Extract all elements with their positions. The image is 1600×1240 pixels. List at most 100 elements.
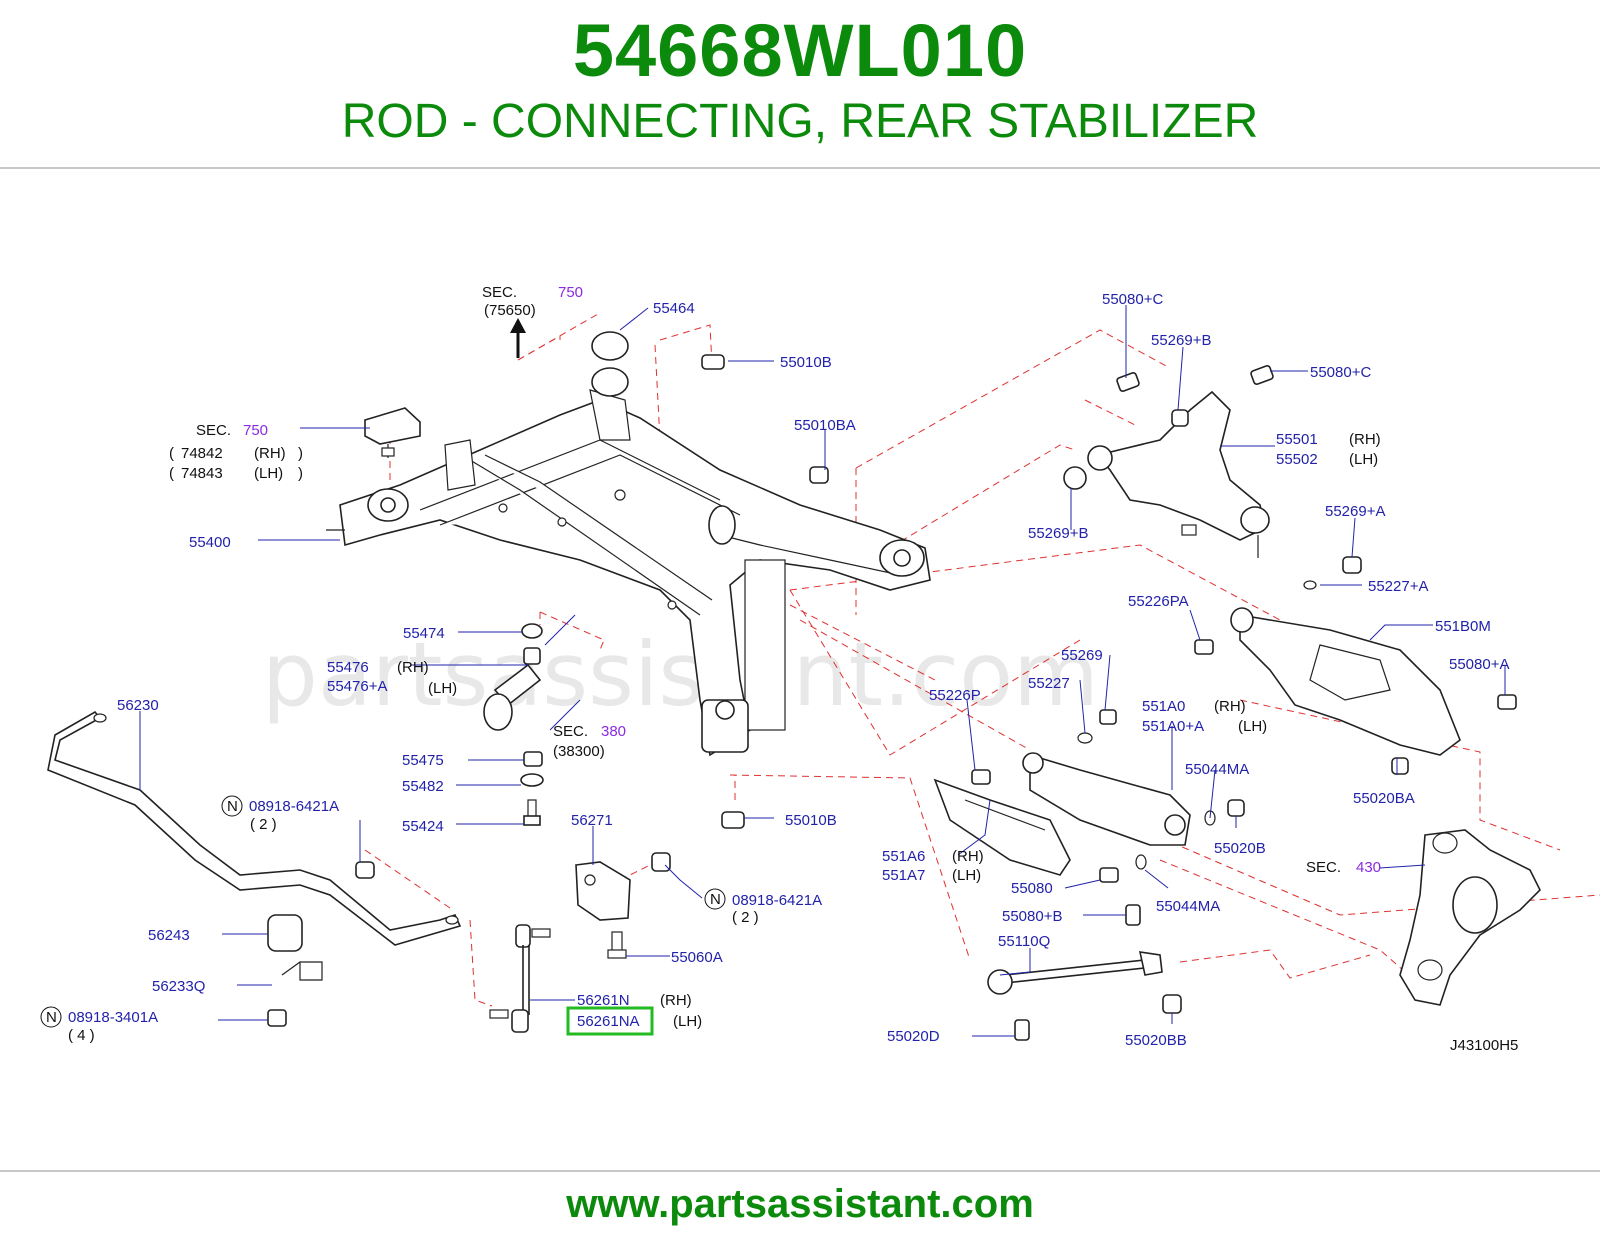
n-marker-icon	[704, 888, 726, 910]
sec-label: SEC.	[553, 723, 588, 740]
sec-number[interactable]: 750	[243, 422, 268, 439]
part-label-55010B[interactable]: 55010B	[785, 812, 837, 829]
stabilizer-bushing-stack	[483, 623, 544, 826]
part-label-55474[interactable]: 55474	[403, 625, 445, 642]
quantity-label: ( 2 )	[732, 909, 759, 926]
part-label-55476[interactable]: 55476	[327, 659, 369, 676]
footer-divider	[0, 1170, 1600, 1172]
part-label-56261NA[interactable]: 56261NA	[577, 1013, 640, 1030]
bracket-symbol: )	[298, 465, 303, 482]
bracket-symbol: (	[169, 465, 174, 482]
side-rh: (RH)	[254, 445, 286, 462]
knuckle-sec-430	[1399, 829, 1541, 1006]
header-divider	[0, 167, 1600, 169]
nut-55010B-top	[701, 354, 725, 370]
part-label-55080C[interactable]: 55080+C	[1310, 364, 1371, 381]
part-label-55269B[interactable]: 55269+B	[1028, 525, 1088, 542]
bracket-symbol: )	[298, 445, 303, 462]
part-label-551A0[interactable]: 551A0	[1142, 698, 1185, 715]
part-label-55464[interactable]: 55464	[653, 300, 695, 317]
part-label-55020D[interactable]: 55020D	[887, 1028, 940, 1045]
part-label-08918-6421A[interactable]: 08918-6421A	[732, 892, 822, 909]
part-label-55482[interactable]: 55482	[402, 778, 444, 795]
part-label-55475[interactable]: 55475	[402, 752, 444, 769]
quantity-label: ( 2 )	[250, 816, 277, 833]
leader-lines	[139, 305, 1506, 1037]
part-label-55400[interactable]: 55400	[189, 534, 231, 551]
part-label-55080C[interactable]: 55080+C	[1102, 291, 1163, 308]
part-label-551A6[interactable]: 551A6	[882, 848, 925, 865]
part-label-55010B[interactable]: 55010B	[780, 354, 832, 371]
part-label-55269A[interactable]: 55269+A	[1325, 503, 1385, 520]
part-label-55020BA[interactable]: 55020BA	[1353, 790, 1415, 807]
part-description: ROD - CONNECTING, REAR STABILIZER	[341, 95, 1259, 148]
toe-link-551A0	[1022, 709, 1245, 846]
subframe-crossmember	[326, 331, 931, 757]
part-label-55269[interactable]: 55269	[1061, 647, 1103, 664]
part-label-55080A[interactable]: 55080+A	[1449, 656, 1509, 673]
side-lh: (LH)	[673, 1013, 702, 1030]
upper-arm-55501	[1063, 365, 1274, 558]
part-label-55227[interactable]: 55227	[1028, 675, 1070, 692]
side-lh: (LH)	[1238, 718, 1267, 735]
part-label-55226P[interactable]: 55226P	[929, 687, 981, 704]
quantity-label: ( 4 )	[68, 1027, 95, 1044]
part-label-55020B[interactable]: 55020B	[1214, 840, 1266, 857]
side-lh: (LH)	[428, 680, 457, 697]
lower-arm-551B0M	[1194, 556, 1517, 775]
highlight-box	[566, 1006, 654, 1036]
part-label-56271[interactable]: 56271	[571, 812, 613, 829]
part-label-56230[interactable]: 56230	[117, 697, 159, 714]
bracket-symbol: (	[169, 445, 174, 462]
part-label-55010BA[interactable]: 55010BA	[794, 417, 856, 434]
side-rh: (RH)	[1214, 698, 1246, 715]
part-label-55080[interactable]: 55080	[1011, 880, 1053, 897]
part-number-title: 54668WL010	[572, 9, 1028, 92]
part-label-55060A[interactable]: 55060A	[671, 949, 723, 966]
part-label-55080B[interactable]: 55080+B	[1002, 908, 1062, 925]
part-label-55110Q[interactable]: 55110Q	[998, 933, 1050, 950]
side-rh: (RH)	[952, 848, 984, 865]
footer-url-link[interactable]: www.partsassistant.com	[566, 1182, 1034, 1226]
part-label-55226PA[interactable]: 55226PA	[1128, 593, 1189, 610]
lateral-link-551A6	[933, 769, 1147, 883]
part-label-551A0A[interactable]: 551A0+A	[1142, 718, 1204, 735]
nut-55010BA	[809, 466, 829, 484]
diagram-code: J43100H5	[1450, 1037, 1518, 1054]
part-label-551A7[interactable]: 551A7	[882, 867, 925, 884]
sec-sub-label: (38300)	[553, 743, 605, 760]
part-label-55020BB[interactable]: 55020BB	[1125, 1032, 1187, 1049]
nut-55010B-bottom	[721, 811, 745, 829]
sec-number[interactable]: 380	[601, 723, 626, 740]
watermark-text: partsassistant.com	[262, 623, 1099, 726]
side-rh: (RH)	[397, 659, 429, 676]
part-label-56243[interactable]: 56243	[148, 927, 190, 944]
side-lh: (LH)	[1349, 451, 1378, 468]
stabilizer-bar-56230	[47, 710, 462, 946]
sec-number[interactable]: 750	[558, 284, 583, 301]
part-label-55502[interactable]: 55502	[1276, 451, 1318, 468]
part-label-55269B[interactable]: 55269+B	[1151, 332, 1211, 349]
part-label-55476A[interactable]: 55476+A	[327, 678, 387, 695]
part-label-551B0M[interactable]: 551B0M	[1435, 618, 1491, 635]
sec-number[interactable]: 430	[1356, 859, 1381, 876]
side-rh: (RH)	[1349, 431, 1381, 448]
part-label-55044MA[interactable]: 55044MA	[1185, 761, 1249, 778]
bracket-56271	[575, 852, 671, 959]
part-label-74842[interactable]: 74842	[181, 445, 223, 462]
n-marker-letter: N	[227, 798, 238, 815]
part-label-55044MA[interactable]: 55044MA	[1156, 898, 1220, 915]
part-label-55227A[interactable]: 55227+A	[1368, 578, 1428, 595]
part-label-56233Q[interactable]: 56233Q	[152, 978, 205, 995]
part-label-55424[interactable]: 55424	[402, 818, 444, 835]
part-label-08918-3401A[interactable]: 08918-3401A	[68, 1009, 158, 1026]
part-label-74843[interactable]: 74843	[181, 465, 223, 482]
part-label-08918-6421A[interactable]: 08918-6421A	[249, 798, 339, 815]
rear-link-55110Q	[987, 904, 1182, 1041]
part-label-55501[interactable]: 55501	[1276, 431, 1318, 448]
part-labels: SEC. 750 (75650) 55464 55010B 55010BA SE…	[40, 284, 1518, 1054]
sec-sub-label: (75650)	[484, 302, 536, 319]
part-label-56261N[interactable]: 56261N	[577, 992, 630, 1009]
side-rh: (RH)	[660, 992, 692, 1009]
